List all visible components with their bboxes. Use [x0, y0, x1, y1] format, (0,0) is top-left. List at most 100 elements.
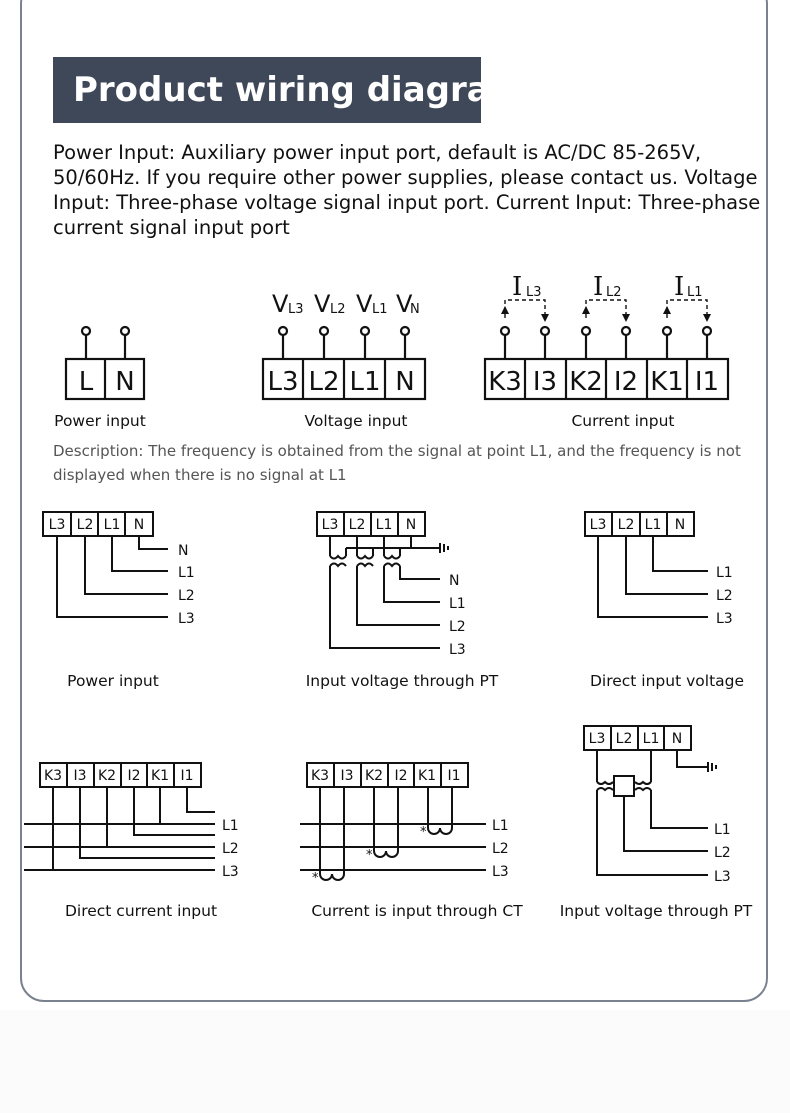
terminal-label: I3 — [340, 768, 353, 784]
terminal-label: K2 — [365, 768, 383, 784]
terminal-label: I3 — [73, 768, 86, 784]
polarity-star: * — [366, 848, 373, 863]
row1-captions: Power input Input voltage through PT Dir… — [67, 672, 744, 690]
signal-label-main: V — [314, 290, 331, 318]
wiring-direct-current-labels: K3 I3 K2 I2 K1 I1 L1 L2 L3 — [44, 768, 239, 880]
intro-text: Power Input: Auxiliary power input port,… — [53, 141, 761, 239]
row2-captions: Direct current input Current is input th… — [65, 902, 753, 920]
terminal-label: L — [79, 367, 94, 397]
wiring-current-ct-labels: K3 I3 K2 I2 K1 I1 * * * L1 L2 L3 — [311, 768, 509, 886]
terminal-label: L3 — [590, 517, 607, 533]
wiring-power-input — [42, 511, 168, 618]
caption: Input voltage through PT — [560, 902, 753, 920]
signal-label-main: V — [356, 290, 373, 318]
signal-label-main: V — [272, 290, 289, 318]
line-label: L1 — [178, 565, 195, 581]
line-label: L3 — [178, 611, 195, 627]
current-signal-labels: I L3 I L2 I L1 — [512, 272, 703, 302]
terminal-label: L1 — [104, 517, 121, 533]
terminal-label: I1 — [180, 768, 193, 784]
line-label: L2 — [222, 841, 239, 857]
signal-label-sub: L3 — [288, 302, 304, 317]
wiring-direct-current — [24, 762, 215, 871]
line-label: L2 — [492, 841, 509, 857]
line-label: L2 — [449, 619, 466, 635]
terminal-label: I1 — [447, 768, 460, 784]
terminal-label: L3 — [322, 517, 339, 533]
page-title: Product wiring diagram — [53, 57, 525, 123]
line-label: L2 — [178, 588, 195, 604]
terminal-label: L2 — [618, 517, 635, 533]
terminal-label: K1 — [418, 768, 436, 784]
signal-label-main: I — [593, 272, 603, 302]
terminal-label: L1 — [645, 517, 662, 533]
caption-voltage-input: Voltage input — [305, 412, 408, 430]
signal-label-main: I — [512, 272, 522, 302]
terminal-label: L2 — [616, 731, 633, 747]
polarity-star: * — [420, 825, 427, 840]
terminal-label: L1 — [349, 367, 380, 397]
signal-label-sub: N — [410, 302, 420, 317]
terminal-label: K1 — [151, 768, 169, 784]
current-terminal-labels: K3 I3 K2 I2 K1 I1 — [488, 367, 719, 397]
bottom-band — [0, 1010, 790, 1113]
line-label: N — [178, 543, 188, 559]
terminal-label: K2 — [98, 768, 116, 784]
caption-power-input: Power input — [54, 412, 146, 430]
voltage-terminal-labels: L3 L2 L1 N — [267, 367, 414, 397]
signal-label-sub: L1 — [372, 302, 388, 317]
terminal-label: L2 — [308, 367, 339, 397]
wiring-direct-voltage-labels: L3 L2 L1 N L1 L2 L3 — [590, 517, 733, 627]
caption: Direct current input — [65, 902, 217, 920]
terminal-label: L2 — [77, 517, 94, 533]
signal-label-sub: L2 — [606, 285, 622, 300]
caption: Power input — [67, 672, 159, 690]
power-terminal-labels: L N — [79, 367, 135, 397]
terminal-label: N — [406, 517, 416, 533]
terminal-label: K3 — [488, 367, 522, 397]
description-text: Description: The frequency is obtained f… — [53, 442, 741, 484]
wiring-current-ct — [300, 762, 486, 881]
signal-label-main: I — [674, 272, 684, 302]
line-label: L3 — [449, 642, 466, 658]
signal-label-main: V — [396, 290, 413, 318]
terminal-label: N — [134, 517, 144, 533]
line-label: L3 — [714, 869, 731, 885]
line-label: L3 — [716, 611, 733, 627]
terminal-label: L3 — [49, 517, 66, 533]
wiring-power-input-labels: L3 L2 L1 N N L1 L2 L3 — [49, 517, 195, 627]
terminal-label: N — [395, 367, 414, 397]
wiring-voltage-pt-2-labels: L3 L2 L1 N L1 L2 L3 — [589, 731, 731, 885]
terminal-label: I2 — [394, 768, 407, 784]
terminal-label: K1 — [650, 367, 684, 397]
line-label: L3 — [222, 864, 239, 880]
line-label: N — [449, 573, 459, 589]
line-label: L1 — [716, 565, 733, 581]
polarity-star: * — [312, 871, 319, 886]
voltage-signal-labels: V L3 V L2 V L1 V N — [272, 290, 420, 318]
wiring-direct-voltage — [584, 511, 708, 618]
terminal-label: L2 — [349, 517, 366, 533]
line-label: L1 — [714, 822, 731, 838]
terminal-label: K3 — [311, 768, 329, 784]
caption-current-input: Current input — [571, 412, 674, 430]
terminal-label: I1 — [695, 367, 719, 397]
line-label: L1 — [222, 818, 239, 834]
wiring-voltage-pt — [316, 511, 449, 649]
terminal-label: L3 — [267, 367, 298, 397]
terminal-label: L3 — [589, 731, 606, 747]
top-terminals — [64, 299, 730, 401]
signal-label-sub: L3 — [526, 285, 542, 300]
line-label: L2 — [716, 588, 733, 604]
terminal-label: L1 — [376, 517, 393, 533]
terminal-label: K2 — [569, 367, 603, 397]
terminal-label: N — [115, 367, 134, 397]
terminal-label: N — [672, 731, 682, 747]
wiring-voltage-pt-2 — [583, 725, 717, 876]
terminal-label: I2 — [127, 768, 140, 784]
caption: Current is input through CT — [311, 902, 523, 920]
terminal-label: I3 — [533, 367, 557, 397]
line-label: L3 — [492, 864, 509, 880]
caption: Input voltage through PT — [306, 672, 499, 690]
